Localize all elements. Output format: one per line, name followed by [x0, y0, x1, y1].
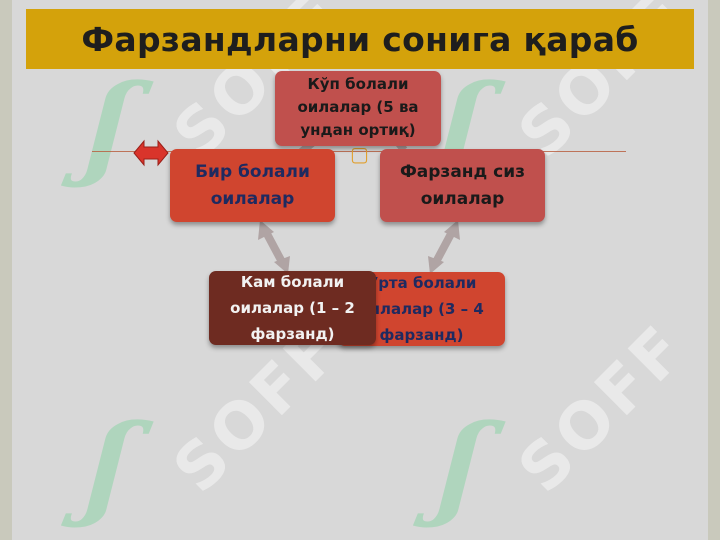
arrow-head: [444, 220, 460, 240]
node-top: Кўп болали оилалар (5 ва ундан ортиқ): [275, 71, 441, 146]
node-right: Фарзанд сиз оилалар: [380, 149, 545, 222]
divider-line: [92, 151, 626, 152]
arrow-head: [428, 256, 444, 274]
arrow-left-bottomleft: [262, 230, 286, 264]
double-arrow-icon[interactable]: [133, 139, 169, 167]
node-left: Бир болали оилалар: [170, 149, 335, 222]
slide-title: Фарзандларни сонига қараб: [81, 19, 639, 59]
square-glyph-icon: ▢: [350, 142, 369, 166]
arrow-right-bottomright: [432, 230, 456, 264]
node-bottom-left: Кам болали оилалар (1 – 2 фарзанд): [209, 271, 376, 345]
arrow-head: [258, 220, 274, 240]
title-bar: Фарзандларни сонига қараб: [26, 9, 694, 69]
arrow-head: [274, 256, 290, 274]
